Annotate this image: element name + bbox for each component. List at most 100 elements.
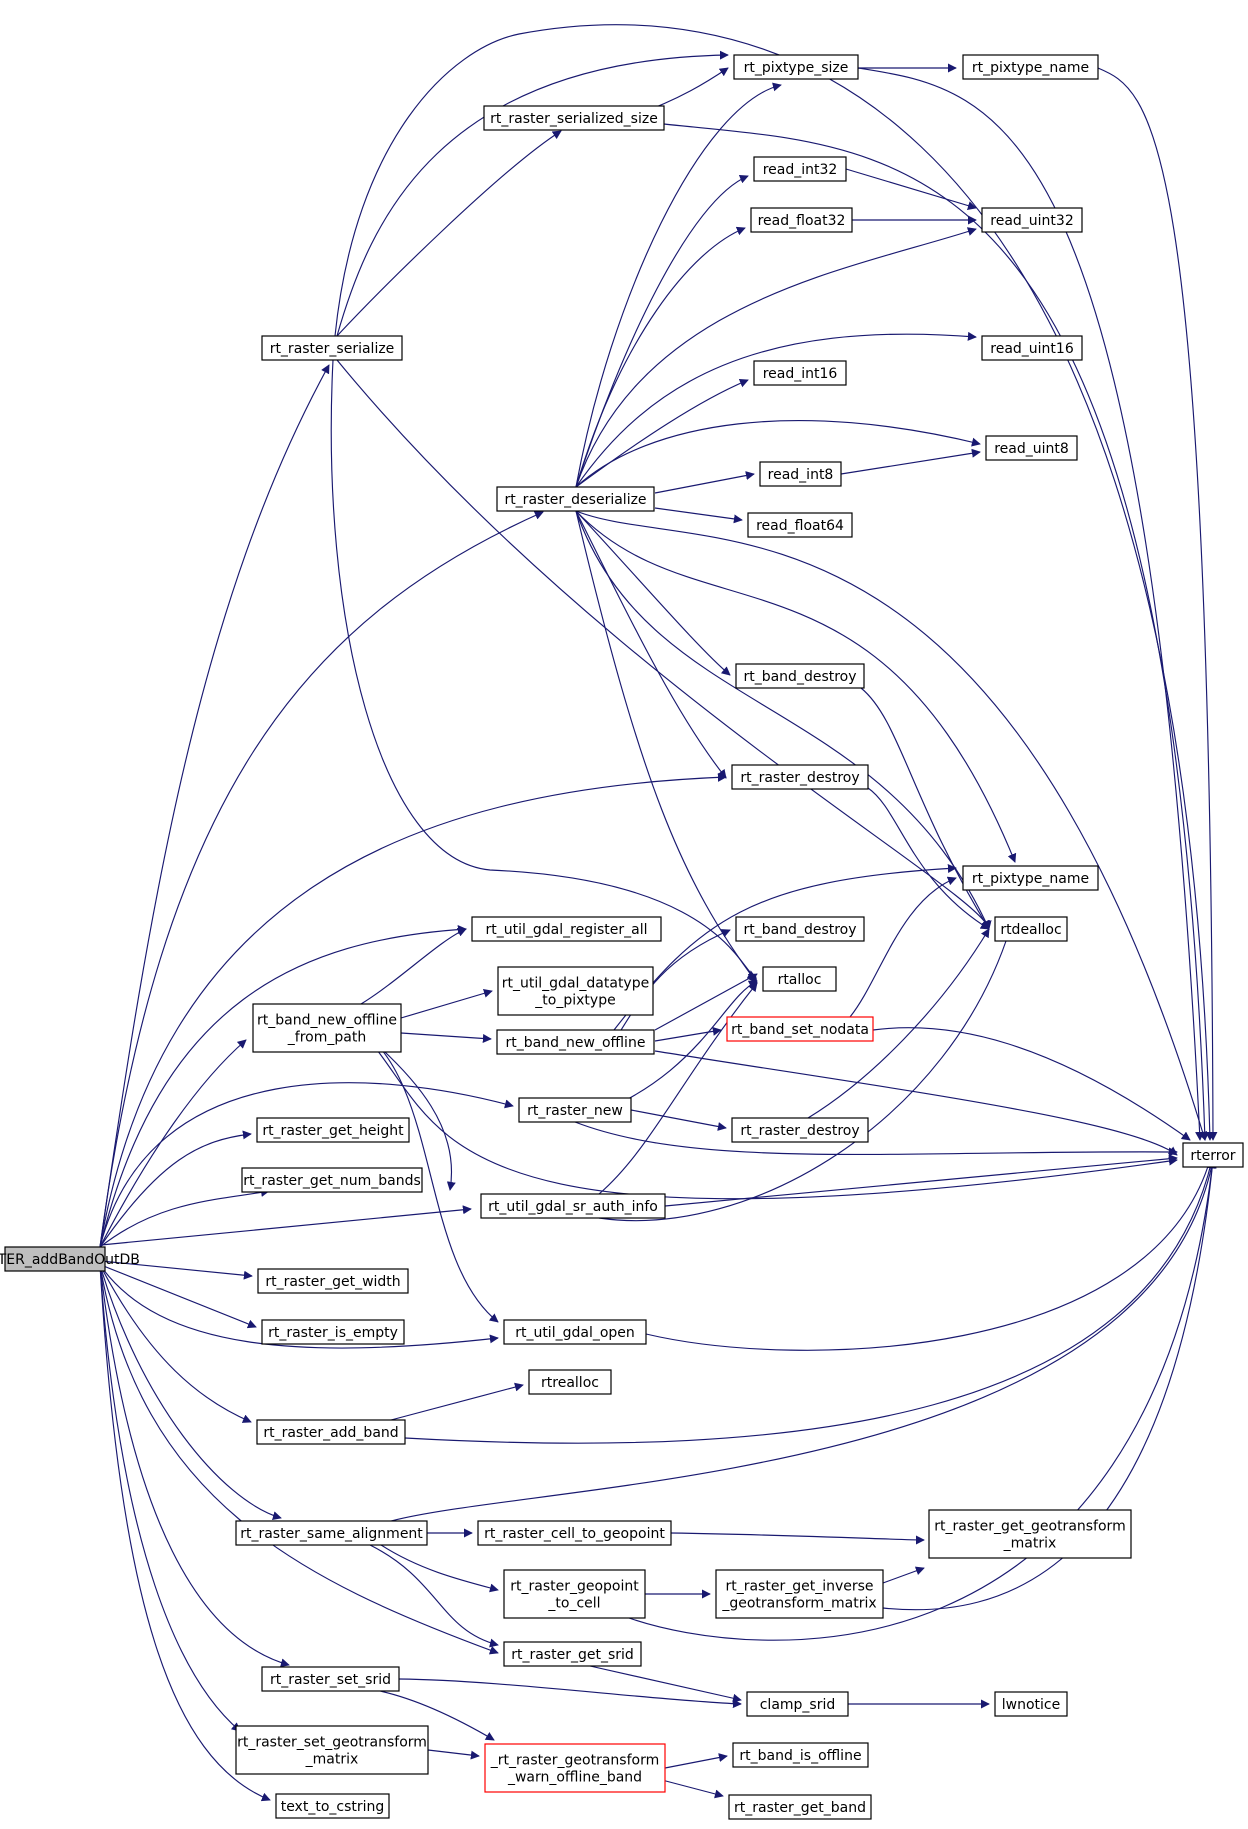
node-read-int16[interactable]: read_int16 — [753, 360, 847, 386]
node-label: rt_raster_get_band — [734, 1800, 866, 1816]
node-label: read_float32 — [758, 213, 846, 229]
call-edge — [860, 687, 990, 930]
node-label: rtalloc — [778, 972, 822, 988]
node-rt-raster-add-band[interactable]: rt_raster_add_band — [256, 1419, 406, 1445]
node-rt-raster-serialized-size[interactable]: rt_raster_serialized_size — [483, 105, 665, 131]
node-read-uint32[interactable]: read_uint32 — [981, 207, 1083, 233]
call-edge — [357, 1027, 1178, 1200]
call-edge — [360, 928, 467, 1005]
node-box — [528, 1369, 612, 1395]
node-read-int8[interactable]: read_int8 — [759, 461, 842, 487]
call-edge — [99, 1039, 247, 1248]
call-edge — [575, 331, 977, 488]
node-read-float64[interactable]: read_float64 — [747, 512, 853, 538]
call-edge — [99, 1130, 252, 1248]
node-read-uint8[interactable]: read_uint8 — [985, 435, 1078, 461]
node-box — [747, 512, 853, 538]
node-rt-raster-destroy-2[interactable]: rt_raster_destroy — [731, 1117, 869, 1143]
node-rt-raster-cell-to-geopoint[interactable]: rt_raster_cell_to_geopoint — [477, 1520, 672, 1546]
node-rt-raster-get-num-bands[interactable]: rt_raster_get_num_bands — [241, 1167, 423, 1193]
node-label: rt_band_destroy — [743, 669, 856, 685]
node-rt-util-gdal-register-all[interactable]: rt_util_gdal_register_all — [471, 916, 662, 942]
node-box — [753, 156, 847, 182]
call-edge — [882, 1566, 925, 1584]
node-text-to-cstring[interactable]: text_to_cstring — [275, 1793, 390, 1819]
node-rt-band-set-nodata[interactable]: rt_band_set_nodata — [726, 1016, 874, 1042]
call-edge — [664, 1154, 1178, 1207]
node-box — [962, 865, 1099, 891]
node-box — [471, 916, 662, 942]
node-rt-raster-get-inverse-geotransform-matrix[interactable]: rt_raster_get_inverse_geotransform_matri… — [715, 1569, 884, 1619]
node-box — [256, 1117, 410, 1143]
call-edge — [99, 1264, 499, 1349]
node-rtrealloc[interactable]: rtrealloc — [528, 1369, 612, 1395]
node-label: rt_util_gdal_open — [515, 1325, 635, 1341]
call-edge — [99, 772, 727, 1248]
node-rtalloc[interactable]: rtalloc — [762, 966, 837, 992]
node-read-float32[interactable]: read_float32 — [750, 207, 853, 233]
node-box — [261, 1319, 405, 1345]
node-label: rt_raster_new — [527, 1103, 623, 1119]
node-box — [981, 207, 1083, 233]
call-edge — [575, 378, 749, 488]
node-box — [746, 1691, 849, 1717]
node-label: rt_raster_geopoint — [510, 1579, 639, 1595]
node-box — [503, 1641, 642, 1667]
call-edge — [575, 82, 782, 488]
node-rt-raster-get-geotransform-matrix[interactable]: rt_raster_get_geotransform_matrix — [928, 1509, 1132, 1559]
node-rt-pixtype-size[interactable]: rt_pixtype_size — [733, 54, 859, 80]
node-box — [728, 1794, 872, 1820]
node-label: read_int32 — [763, 162, 838, 178]
node-label: _matrix — [305, 1752, 359, 1768]
node-label: rt_raster_add_band — [263, 1425, 398, 1441]
node-rt-raster-get-srid[interactable]: rt_raster_get_srid — [503, 1641, 642, 1667]
node-rt-raster-geopoint-to-cell[interactable]: rt_raster_geopoint_to_cell — [503, 1569, 646, 1619]
node-read-int32[interactable]: read_int32 — [753, 156, 847, 182]
node-rt-raster-set-srid[interactable]: rt_raster_set_srid — [261, 1666, 400, 1692]
node-label: rt_raster_deserialize — [504, 492, 646, 508]
node-rt-band-new-offline-from-path[interactable]: rt_band_new_offline_from_path — [252, 1003, 402, 1053]
node-root[interactable]: RASTER_addBandOutDB — [0, 1246, 140, 1272]
call-edge — [334, 24, 1215, 1141]
node-rt-raster-set-geotransform-matrix[interactable]: rt_raster_set_geotransform_matrix — [235, 1725, 429, 1775]
call-edge — [390, 1159, 1216, 1522]
node-rt-util-gdal-sr-auth-info[interactable]: rt_util_gdal_sr_auth_info — [480, 1193, 666, 1219]
call-edge — [400, 988, 493, 1019]
node-rt-raster-get-band[interactable]: rt_raster_get_band — [728, 1794, 872, 1820]
node-label: _to_pixtype — [534, 993, 615, 1009]
node-rterror[interactable]: rterror — [1182, 1142, 1244, 1168]
node-rt-raster-same-alignment[interactable]: rt_raster_same_alignment — [235, 1520, 428, 1546]
node-rt-band-is-offline[interactable]: rt_band_is_offline — [732, 1742, 869, 1768]
node-label: rt_pixtype_name — [972, 60, 1089, 76]
call-edge — [100, 1264, 257, 1329]
node-label: _warn_offline_band — [507, 1770, 642, 1786]
node-rt-raster-geotransform-warn-offline-band[interactable]: _rt_raster_geotransform_warn_offline_ban… — [484, 1743, 666, 1793]
node-label: lwnotice — [1002, 1697, 1060, 1713]
call-edge — [867, 787, 990, 930]
node-rt-raster-new[interactable]: rt_raster_new — [518, 1097, 632, 1123]
node-rt-raster-destroy-1[interactable]: rt_raster_destroy — [731, 764, 869, 790]
node-rt-pixtype-name-top[interactable]: rt_pixtype_name — [962, 54, 1099, 80]
node-label: rtdealloc — [1000, 922, 1061, 938]
node-rt-raster-get-height[interactable]: rt_raster_get_height — [256, 1117, 410, 1143]
node-rt-raster-get-width[interactable]: rt_raster_get_width — [257, 1268, 409, 1294]
call-edge — [845, 168, 977, 210]
call-edge — [849, 876, 957, 1018]
node-rt-util-gdal-open[interactable]: rt_util_gdal_open — [503, 1319, 647, 1345]
node-rt-raster-serialize[interactable]: rt_raster_serialize — [261, 335, 403, 361]
node-rt-util-gdal-datatype-to-pixtype[interactable]: rt_util_gdal_datatype_to_pixtype — [497, 966, 654, 1016]
node-rt-band-new-offline[interactable]: rt_band_new_offline — [496, 1029, 655, 1055]
node-label: rterror — [1190, 1148, 1235, 1164]
node-lwnotice[interactable]: lwnotice — [994, 1691, 1068, 1717]
node-rt-band-destroy-1[interactable]: rt_band_destroy — [735, 663, 865, 689]
node-rt-raster-is-empty[interactable]: rt_raster_is_empty — [261, 1319, 405, 1345]
node-rt-band-destroy-2[interactable]: rt_band_destroy — [735, 916, 865, 942]
node-read-uint16[interactable]: read_uint16 — [981, 335, 1083, 361]
node-label: rt_raster_is_empty — [268, 1325, 398, 1341]
node-rtdealloc[interactable]: rtdealloc — [994, 916, 1068, 942]
node-clamp-srid[interactable]: clamp_srid — [746, 1691, 849, 1717]
node-rt-raster-deserialize[interactable]: rt_raster_deserialize — [496, 486, 655, 512]
call-edge — [575, 227, 977, 488]
node-rt-pixtype-name-mid[interactable]: rt_pixtype_name — [962, 865, 1099, 891]
node-label: rt_band_new_offline — [257, 1013, 397, 1029]
